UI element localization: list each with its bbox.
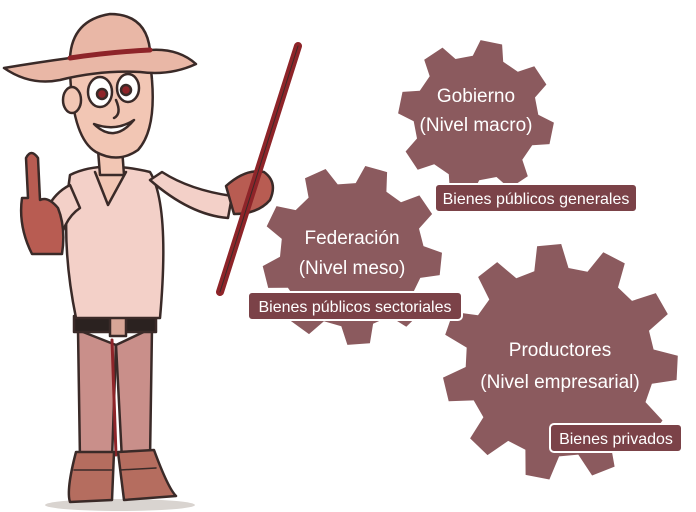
- goods-tag-productores: Bienes privados: [549, 423, 683, 453]
- gear-shape-gobierno: [398, 40, 554, 196]
- gear-title-productores: Productores: [509, 340, 611, 361]
- goods-tag-gobierno: Bienes públicos generales: [434, 183, 638, 213]
- goods-tag-label-federacion: Bienes públicos sectoriales: [259, 299, 452, 316]
- gear-level-federacion: (Nivel meso): [299, 258, 406, 279]
- farmer-illustration: [2, 12, 302, 511]
- gear-productores: Productores (Nivel empresarial): [443, 244, 678, 480]
- goods-tag-box-gobierno: [434, 183, 638, 213]
- gear-level-gobierno: (Nivel macro): [420, 115, 533, 136]
- gear-shape-productores: [443, 244, 678, 480]
- goods-tag-label-gobierno: Bienes públicos generales: [443, 191, 630, 208]
- goods-tag-label-productores: Bienes privados: [559, 431, 673, 448]
- gear-level-productores: (Nivel empresarial): [480, 372, 639, 393]
- gear-title-gobierno: Gobierno: [437, 86, 515, 107]
- goods-tag-box-productores: [549, 423, 683, 453]
- gear-gobierno: Gobierno (Nivel macro): [398, 40, 554, 196]
- gears-layer: Gobierno (Nivel macro) Federación (Nivel me…: [247, 40, 683, 480]
- goods-tag-federacion: Bienes públicos sectoriales: [247, 291, 463, 321]
- goods-tag-box-federacion: [247, 291, 463, 321]
- gear-title-federacion: Federación: [304, 228, 399, 249]
